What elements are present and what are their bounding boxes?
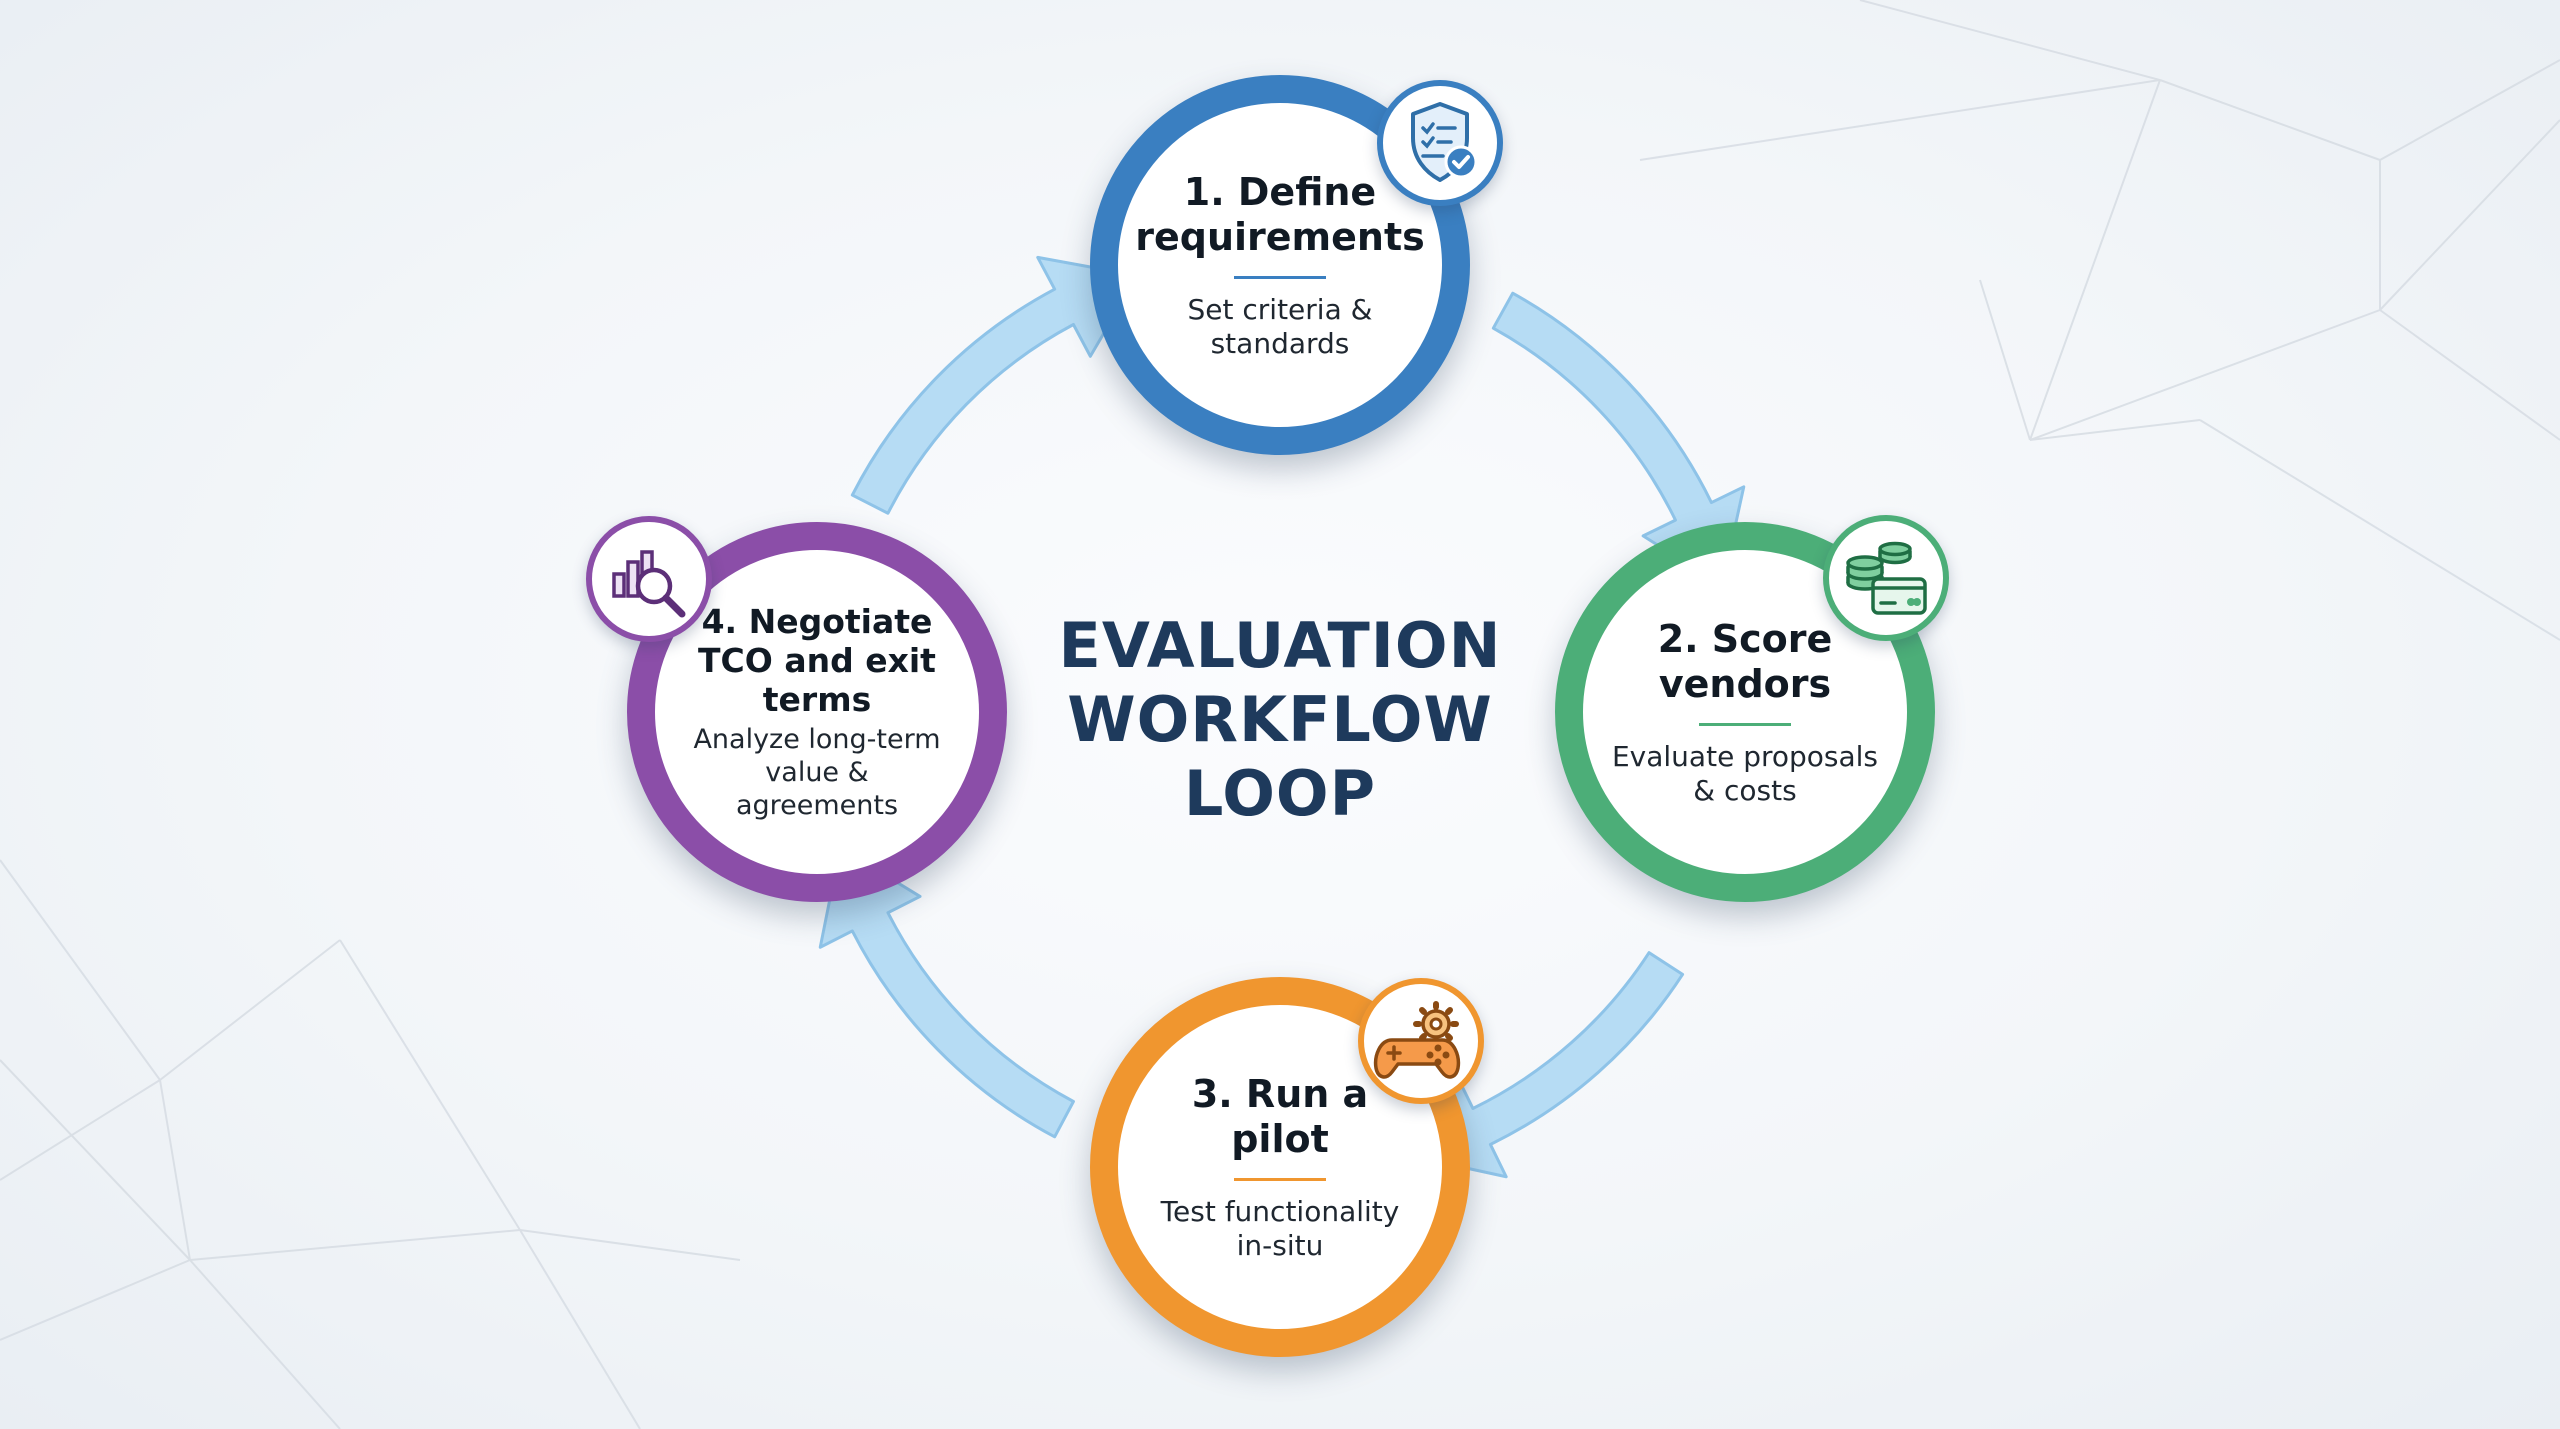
center-title: EVALUATION WORKFLOW LOOP: [1030, 600, 1530, 840]
step-1-description: Set criteria & standards: [1187, 292, 1373, 360]
center-title-line-2: WORKFLOW: [1067, 683, 1493, 756]
step-1-divider: [1234, 275, 1326, 279]
step-3-divider: [1234, 1177, 1326, 1181]
shield-checklist-icon: [1377, 80, 1503, 206]
step-2-divider: [1699, 722, 1791, 726]
step-4-description: Analyze long-term value & agreements: [693, 724, 941, 821]
step-3-description: Test functionality in-situ: [1160, 1194, 1400, 1262]
step-2-description: Evaluate proposals & costs: [1611, 739, 1879, 807]
chart-magnifier-icon: [586, 516, 712, 642]
step-1-title: 1. Define requirements: [1135, 169, 1425, 259]
step-2-title: 2. Score vendors: [1657, 616, 1833, 706]
center-title-line-3: LOOP: [1183, 757, 1377, 830]
gamepad-gear-icon: [1358, 978, 1484, 1104]
center-title-line-1: EVALUATION: [1058, 609, 1502, 682]
step-4-title: 4. Negotiate TCO and exit terms: [698, 602, 936, 719]
step-3-title: 3. Run a pilot: [1191, 1071, 1369, 1161]
coins-card-icon: [1823, 515, 1949, 641]
